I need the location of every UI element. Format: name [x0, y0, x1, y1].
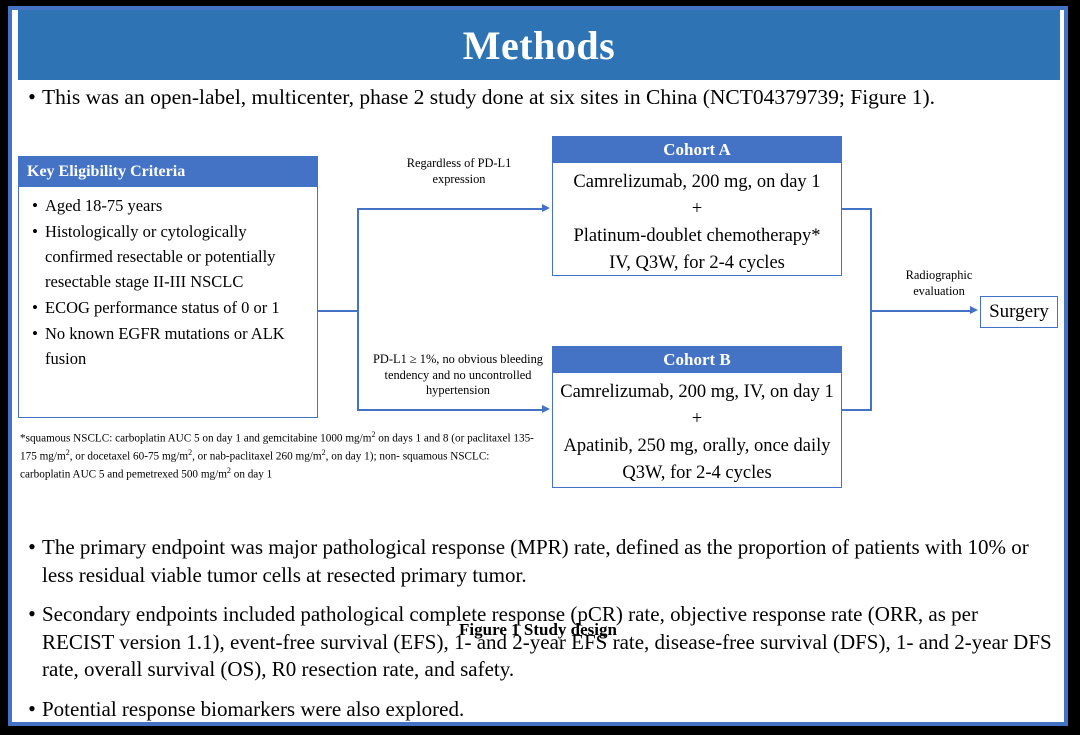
- footnote-seg: paclitaxel 135-175 mg/m: [20, 432, 534, 463]
- cohort-b-line: Apatinib, 250 mg, orally, once daily: [563, 436, 831, 456]
- connector-line-to-surgery: [870, 310, 972, 312]
- cohort-b-line: Q3W, for 2-4 cycles: [622, 463, 772, 483]
- study-design-figure: Key Eligibility Criteria • Aged 18-75 ye…: [12, 120, 1064, 639]
- footnote-sup: 2: [65, 448, 70, 458]
- eligibility-criteria-box: Key Eligibility Criteria • Aged 18-75 ye…: [18, 156, 318, 418]
- cohort-a-header: Cohort A: [553, 137, 841, 163]
- footnote-sup: 2: [188, 448, 193, 458]
- arrow-head-surgery-icon: [970, 306, 978, 314]
- footnote-seg: on day 1: [230, 469, 273, 482]
- connector-line-from-cohort-a: [842, 208, 872, 210]
- cohort-a-line: Camrelizumab, 200 mg, on day 1: [573, 172, 821, 192]
- bullet-marker-icon: •: [32, 298, 38, 317]
- eligibility-item-text: ECOG performance status of 0 or 1: [45, 298, 280, 317]
- biomarker-text: Potential response biomarkers were also …: [42, 696, 465, 721]
- footnote-seg: squamous NSCLC: carboplatin AUC 5 and pe…: [20, 450, 490, 482]
- footnote-seg: , on day 1); non-: [325, 450, 400, 463]
- connector-label-radiographic: Radiographic evaluation: [905, 268, 973, 298]
- cohort-b-header: Cohort B: [553, 347, 841, 373]
- bullet-marker-icon: •: [28, 534, 36, 559]
- cohort-a-body: Camrelizumab, 200 mg, on day 1 + Platinu…: [553, 163, 841, 277]
- page-title: Methods: [462, 22, 616, 68]
- primary-endpoint-text: The primary endpoint was major pathologi…: [42, 535, 1029, 587]
- eligibility-header: Key Eligibility Criteria: [19, 157, 317, 187]
- list-item: • Histologically or cytologically confir…: [25, 219, 311, 294]
- footnote-seg: , or docetaxel 60-75 mg/m: [69, 450, 189, 463]
- cohort-a-line: +: [691, 199, 703, 219]
- connector-label-pdl1: PD-L1 ≥ 1%, no obvious bleeding tendency…: [373, 352, 543, 397]
- footnote-sup: 2: [226, 466, 231, 476]
- list-item: • The primary endpoint was major patholo…: [22, 534, 1054, 589]
- eligibility-item-text: No known EGFR mutations or ALK fusion: [45, 324, 285, 368]
- footnote-seg: , or nab-paclitaxel 260 mg/m: [192, 450, 322, 463]
- slide-title-banner: Methods: [18, 10, 1060, 80]
- connector-line-from-cohort-b: [842, 409, 872, 411]
- slide-content: Methods • This was an open-label, multic…: [12, 10, 1064, 722]
- bullet-marker-icon: •: [28, 601, 36, 626]
- arrow-head-cohort-a-icon: [542, 204, 550, 212]
- footnote-sup: 2: [321, 448, 326, 458]
- eligibility-item-text: Aged 18-75 years: [45, 196, 163, 215]
- bullet-marker-icon: •: [28, 84, 36, 109]
- arrow-head-cohort-b-icon: [542, 405, 550, 413]
- list-item: • Potential response biomarkers were als…: [22, 696, 1054, 724]
- bullet-marker-icon: •: [28, 695, 36, 721]
- top-bullet-text: This was an open-label, multicenter, pha…: [42, 85, 936, 109]
- surgery-box: Surgery: [980, 296, 1058, 328]
- cohort-b-line: Camrelizumab, 200 mg, IV, on day 1: [560, 382, 834, 402]
- connector-label-regardless: Regardless of PD-L1 expression: [406, 156, 512, 186]
- cohort-a-line: IV, Q3W, for 2-4 cycles: [609, 253, 785, 273]
- top-bullet-item: • This was an open-label, multicenter, p…: [22, 84, 1052, 111]
- connector-line-stub: [318, 310, 358, 312]
- surgery-label: Surgery: [989, 301, 1049, 322]
- footnote-seg: on days 1 and 8 (or: [375, 432, 465, 445]
- bullet-marker-icon: •: [32, 324, 38, 343]
- list-item: • ECOG performance status of 0 or 1: [25, 295, 311, 320]
- bullet-marker-icon: •: [32, 222, 38, 241]
- cohort-a-box: Cohort A Camrelizumab, 200 mg, on day 1 …: [552, 136, 842, 276]
- footnote-sup: 2: [371, 430, 376, 439]
- list-item: • No known EGFR mutations or ALK fusion: [25, 321, 311, 371]
- footnote-seg: *squamous NSCLC: carboplatin AUC 5 on da…: [20, 432, 372, 445]
- cohort-b-box: Cohort B Camrelizumab, 200 mg, IV, on da…: [552, 346, 842, 488]
- chemotherapy-footnote: *squamous NSCLC: carboplatin AUC 5 on da…: [20, 428, 540, 483]
- list-item: • Aged 18-75 years: [25, 193, 311, 218]
- cohort-b-body: Camrelizumab, 200 mg, IV, on day 1 + Apa…: [553, 373, 841, 487]
- cohort-b-line: +: [691, 409, 703, 429]
- list-item: • Secondary endpoints included pathologi…: [22, 601, 1054, 684]
- connector-line-trunk: [357, 208, 359, 410]
- figure-caption: Figure 1 Study design: [459, 620, 617, 639]
- cohort-a-line: Platinum-doublet chemotherapy*: [573, 226, 821, 246]
- bullet-marker-icon: •: [32, 196, 38, 215]
- connector-line-to-cohort-b: [357, 409, 543, 411]
- secondary-endpoint-text: Secondary endpoints included pathologica…: [42, 602, 1052, 681]
- connector-line-merge: [870, 208, 872, 410]
- slide-frame: Methods • This was an open-label, multic…: [8, 6, 1068, 726]
- endpoints-bullet-list: • The primary endpoint was major patholo…: [22, 534, 1054, 735]
- eligibility-list: • Aged 18-75 years • Histologically or c…: [19, 187, 317, 371]
- eligibility-item-text: Histologically or cytologically confirme…: [45, 222, 276, 291]
- connector-line-to-cohort-a: [357, 208, 543, 210]
